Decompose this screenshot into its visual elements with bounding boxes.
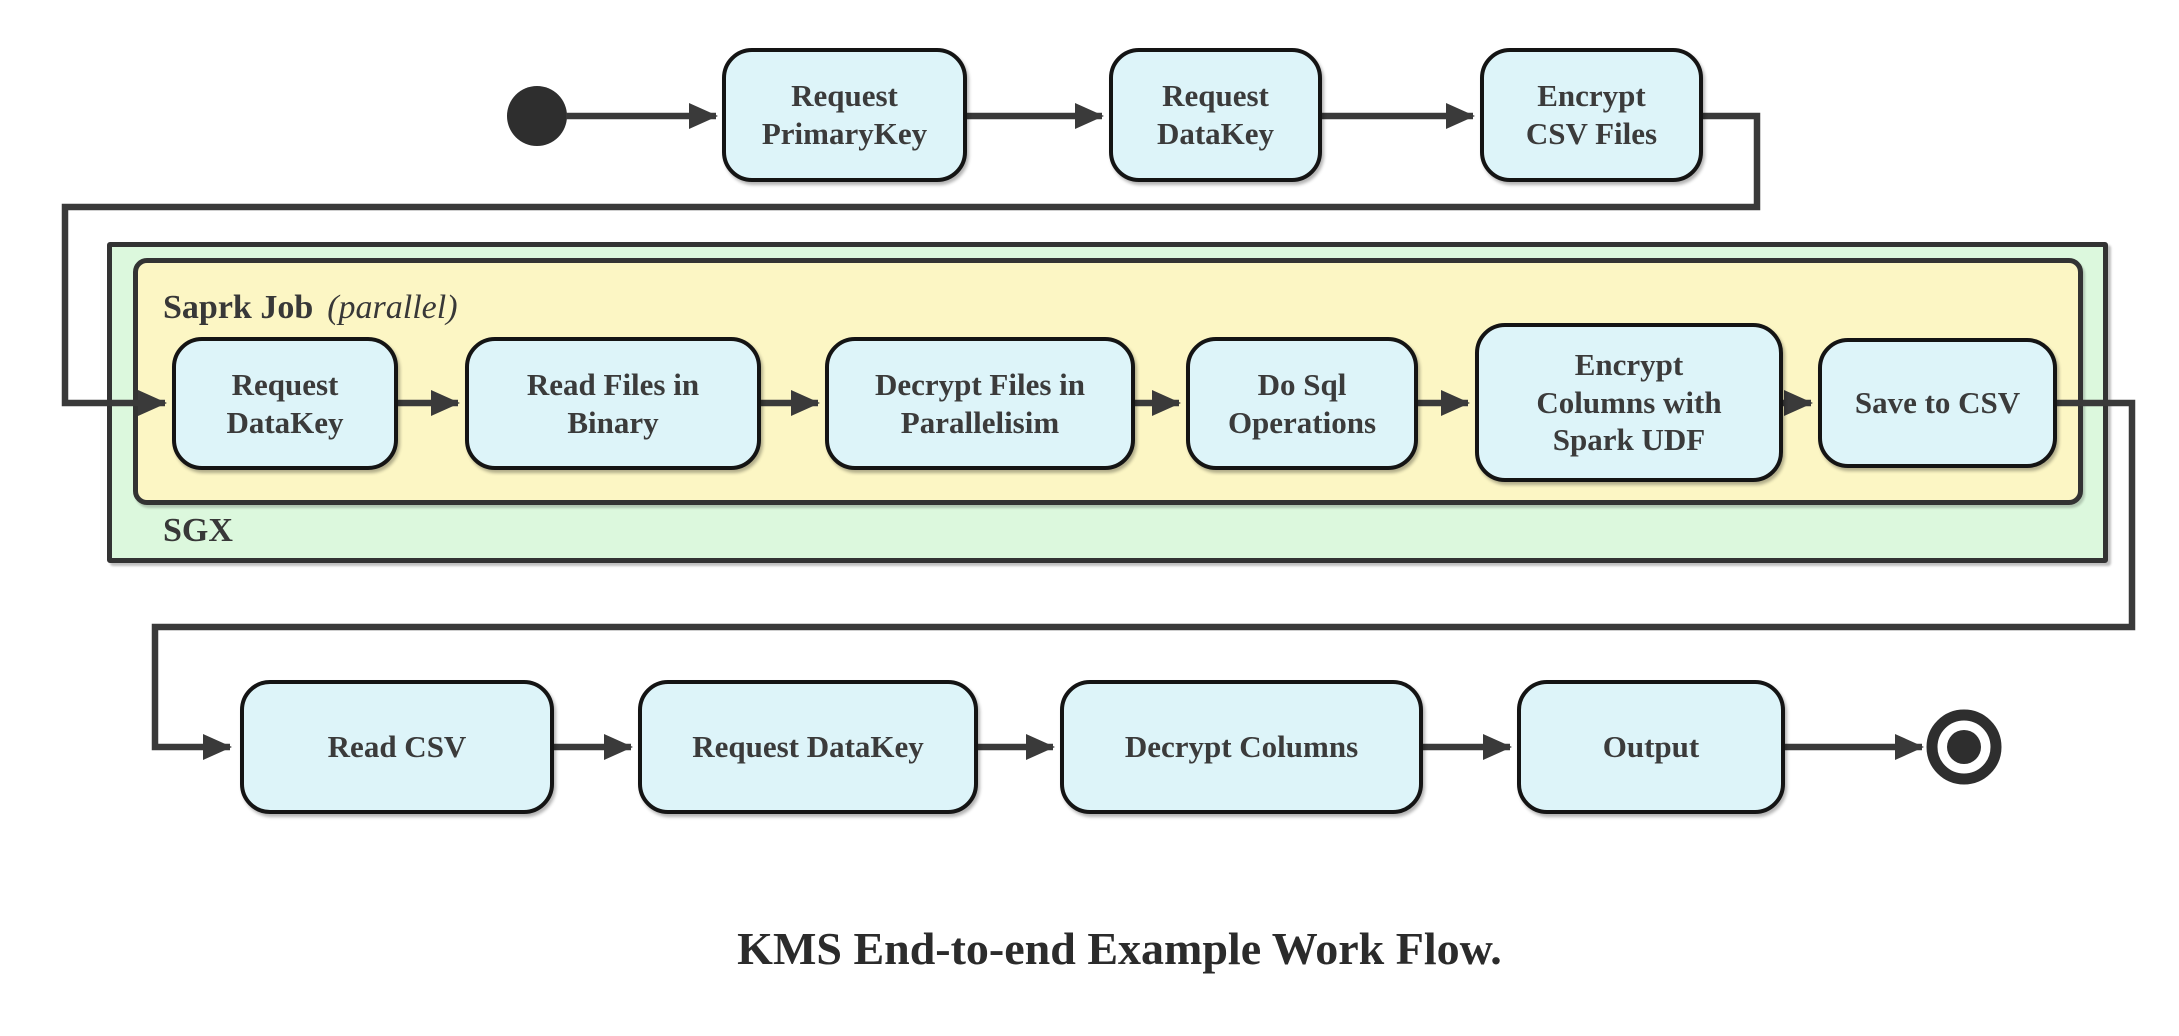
spark-job-title: Saprk Job [163,289,314,326]
node-decrypt-files-in-parallelisim: Decrypt Files in Parallelisim [825,337,1135,470]
spark-job-qualifier: (parallel) [327,289,458,326]
node-read-csv: Read CSV [240,680,554,814]
node-sgx-request-datakey: Request DataKey [172,337,398,470]
node-encrypt-csv-files: Encrypt CSV Files [1480,48,1703,182]
node-request-primarykey: Request PrimaryKey [722,48,967,182]
node-read-files-in-binary: Read Files in Binary [465,337,761,470]
node-request-datakey-top: Request DataKey [1109,48,1322,182]
end-node-icon [1926,709,2002,785]
node-decrypt-columns: Decrypt Columns [1060,680,1423,814]
node-encrypt-columns-with-spark-udf: Encrypt Columns with Spark UDF [1475,323,1783,482]
start-node-icon [507,86,567,146]
sgx-label: SGX [163,512,233,549]
node-request-datakey-bottom: Request DataKey [638,680,978,814]
edge-encrypt-csv-files-to-sgx-request-datakey [61,112,1761,416]
diagram-caption: KMS End-to-end Example Work Flow. [737,923,1502,974]
spark-job-label: Saprk Job (parallel) [163,289,458,327]
node-save-to-csv: Save to CSV [1818,338,2057,468]
node-output: Output [1517,680,1785,814]
edge-save-to-csv-to-read-csv [151,399,2136,760]
node-do-sql-operations: Do Sql Operations [1186,337,1418,470]
